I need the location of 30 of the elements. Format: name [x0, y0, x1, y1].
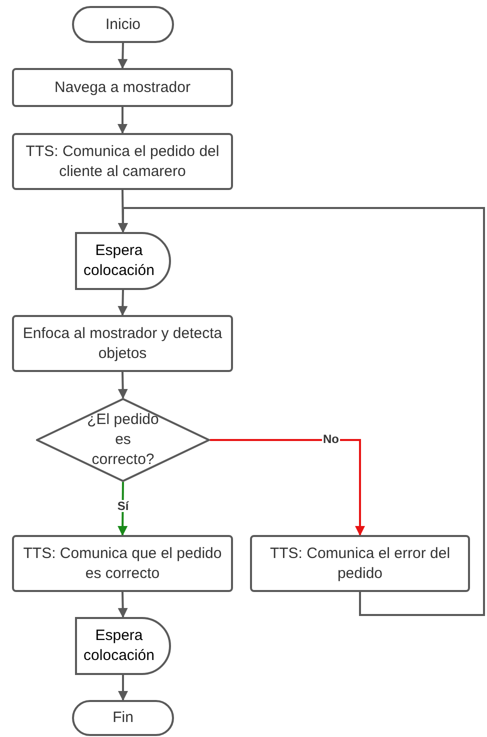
node-label: TTS: Comunica el error del pedido — [268, 544, 452, 584]
node-label: Fin — [112, 708, 134, 728]
node-label: Navega a mostrador — [54, 78, 192, 98]
process-box — [12, 535, 233, 592]
arrow — [118, 592, 128, 618]
process-box — [12, 315, 233, 372]
node-label: Inicio — [104, 14, 142, 34]
node-label: TTS: Comunica el pedido del cliente al camarero — [24, 142, 220, 182]
arrow — [118, 42, 128, 69]
node-label: Enfoca al mostrador y detecta objetos — [22, 324, 224, 364]
decision-diamond — [36, 398, 210, 482]
start-terminal — [72, 6, 174, 43]
process-box — [12, 133, 233, 190]
end-terminal — [72, 700, 174, 736]
edge-label: Sí — [116, 500, 130, 512]
node-label: ¿El pedido es correcto? — [86, 410, 160, 470]
arrow — [118, 207, 485, 616]
process-box — [250, 535, 470, 592]
delay-shape — [75, 232, 171, 290]
delay-shape — [75, 617, 171, 675]
arrow — [118, 107, 128, 134]
arrow — [118, 372, 128, 399]
process-box — [12, 68, 233, 107]
arrow — [210, 439, 365, 536]
node-label: Espera colocación — [82, 241, 156, 281]
arrow — [118, 675, 128, 701]
edge-label: No — [322, 433, 340, 445]
arrow — [118, 290, 128, 316]
node-label: Espera colocación — [82, 626, 156, 666]
node-label: TTS: Comunica que el pedido es correcto — [22, 544, 223, 584]
